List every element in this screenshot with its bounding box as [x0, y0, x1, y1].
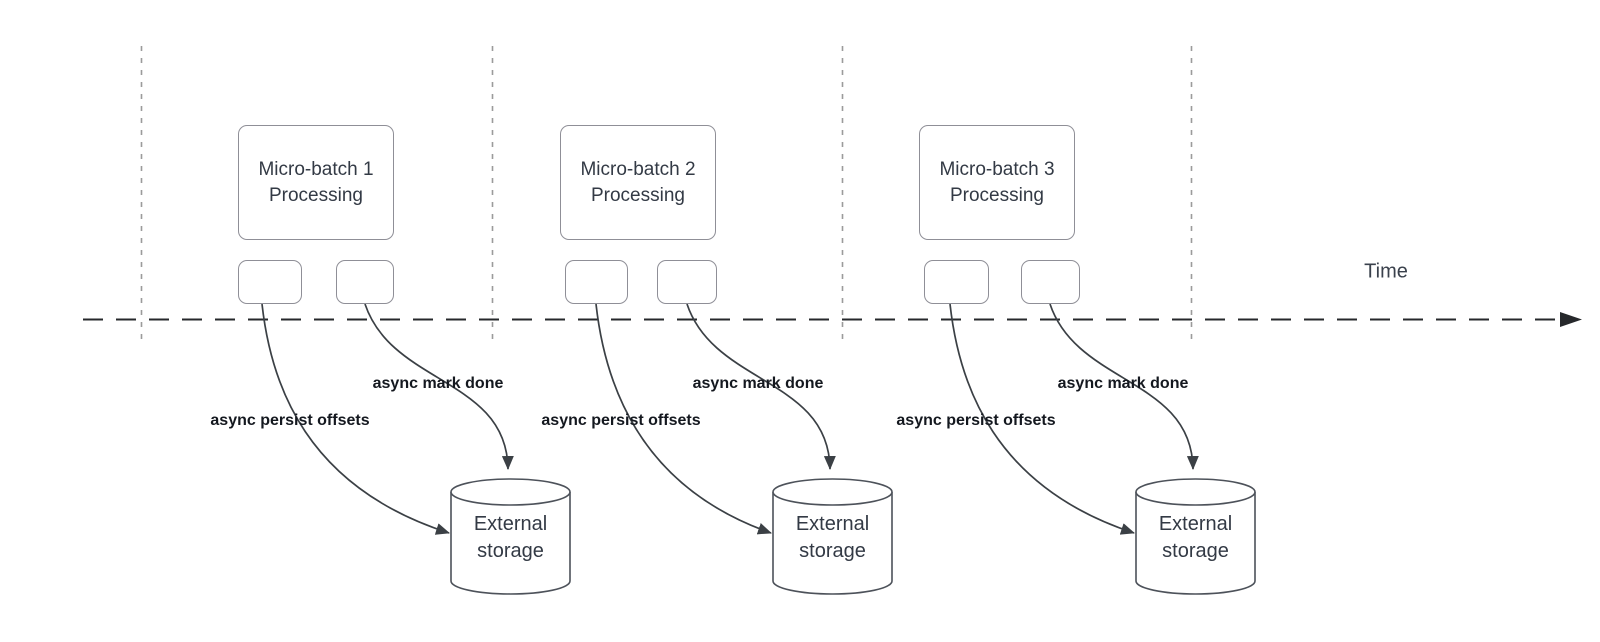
mark-done-label-3: async mark done: [1057, 375, 1189, 392]
mark-done-node-3: [1021, 260, 1080, 304]
persist-offsets-arrow-2: [595, 303, 772, 535]
external-storage-cylinder-2: [772, 478, 893, 595]
micro-batch-3-box: Micro-batch 3 Processing: [919, 125, 1075, 240]
persist-offsets-node-1: [238, 260, 302, 304]
mark-done-label-1: async mark done: [372, 375, 504, 392]
external-storage-label-1: External storage: [473, 513, 548, 562]
mark-done-arrow-2: [686, 303, 836, 470]
micro-batch-2-box: Micro-batch 2 Processing: [560, 125, 716, 240]
persist-offsets-arrow-1: [261, 303, 450, 535]
persist-offsets-node-3: [924, 260, 989, 304]
mark-done-label-2: async mark done: [692, 375, 824, 392]
external-storage-label-2: External storage: [795, 513, 870, 562]
external-storage-cylinder-1: [450, 478, 571, 595]
persist-offsets-label-2: async persist offsets: [541, 412, 701, 429]
time-axis-arrowhead-icon: [1560, 312, 1582, 327]
external-storage-label-3: External storage: [1158, 513, 1233, 562]
persist-offsets-label-1: async persist offsets: [210, 412, 370, 429]
mark-done-node-2: [657, 260, 717, 304]
persist-offsets-node-2: [565, 260, 628, 304]
persist-offsets-arrow-3: [949, 303, 1135, 535]
persist-offsets-label-3: async persist offsets: [896, 412, 1056, 429]
mark-done-arrow-1: [364, 303, 514, 470]
external-storage-cylinder-3: [1135, 478, 1256, 595]
mark-done-node-1: [336, 260, 394, 304]
mark-done-arrow-3: [1049, 303, 1199, 470]
micro-batch-1-box: Micro-batch 1 Processing: [238, 125, 394, 240]
time-axis-label: Time: [1364, 260, 1408, 283]
